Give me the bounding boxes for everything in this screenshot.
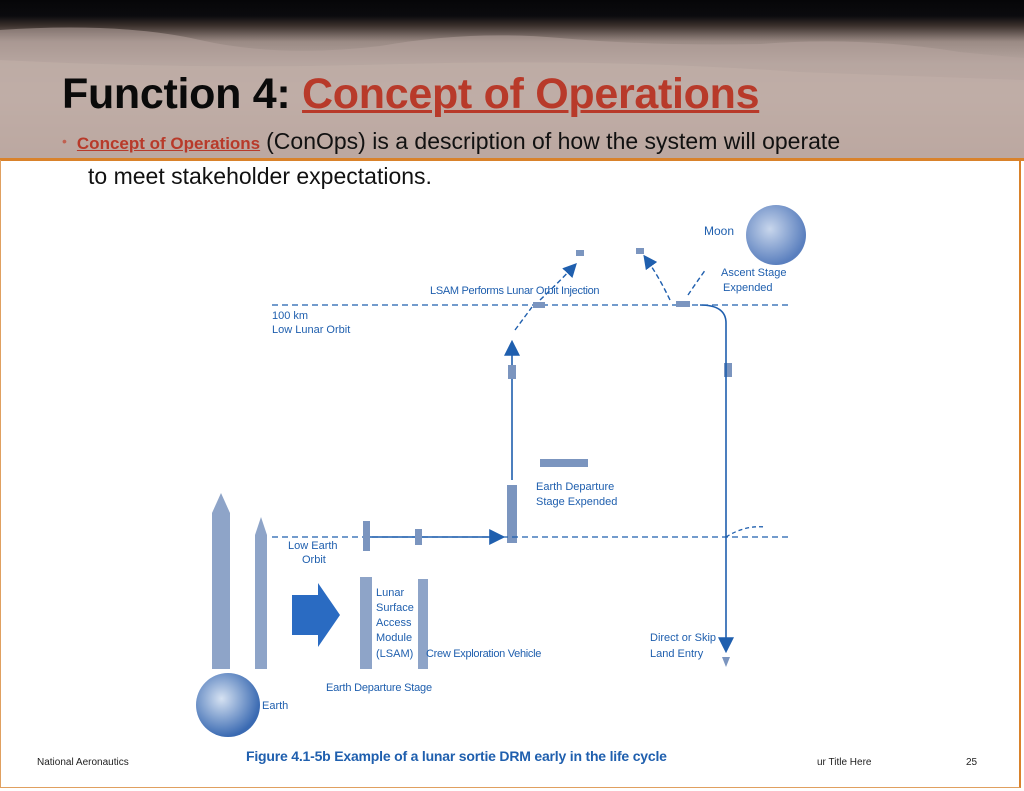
land-entry-label-2: Land Entry	[650, 648, 704, 660]
lsam-label-5: (LSAM)	[376, 648, 413, 660]
earth-label: Earth	[262, 700, 288, 712]
lunar-orbit-label-1: 100 km	[272, 310, 308, 322]
eds-label: Earth Departure Stage	[326, 682, 432, 694]
docking-icon	[363, 521, 370, 551]
spacecraft-icon	[533, 302, 545, 308]
leo-label-1: Low Earth	[288, 540, 338, 552]
crew-launcher-nose	[255, 517, 267, 535]
spacecraft-icon	[508, 365, 516, 379]
bullet-dot-icon: •	[62, 133, 67, 149]
slide-frame	[0, 160, 1021, 788]
reentry-arc	[725, 526, 766, 538]
leo-label-2: Orbit	[302, 554, 326, 566]
lsam-stack-icon	[360, 577, 372, 669]
lunar-arc-3	[687, 268, 707, 296]
eds-expended-label-1: Earth Departure	[536, 481, 614, 493]
heavy-launcher-nose	[212, 493, 230, 513]
lunar-surface-banner	[0, 0, 1024, 160]
spacecraft-icon	[724, 363, 732, 377]
conops-term[interactable]: Concept of Operations	[76, 134, 261, 153]
crew-launcher-icon	[255, 535, 267, 669]
bullet-conops: • Concept of Operations (ConOps) is a desc…	[62, 128, 840, 155]
ascent-stage-label-2: Expended	[723, 282, 773, 294]
title-accent: Concept of Operations	[302, 70, 760, 118]
lsam-label-3: Access	[376, 617, 412, 629]
header-divider	[0, 158, 1024, 161]
lsam-injection-label: LSAM Performs Lunar Orbit Injection	[430, 285, 599, 297]
return-trajectory	[699, 304, 734, 654]
ascent-stage-label-1: Ascent Stage	[721, 267, 786, 279]
lunar-orbit-label-2: Low Lunar Orbit	[272, 324, 350, 336]
conops-diagram: Moon 100 km Low Lunar Orbit LSAM Perform…	[180, 195, 820, 775]
land-entry-label-1: Direct or Skip	[650, 632, 716, 644]
big-arrow-icon	[292, 583, 340, 647]
spacecraft-icon	[636, 248, 644, 254]
bullet-text-continued: to meet stakeholder expectations.	[88, 163, 432, 189]
moon-icon	[746, 205, 806, 265]
heavy-launcher-icon	[212, 513, 230, 669]
bullet-text: (ConOps) is a description of how the sys…	[266, 128, 841, 154]
lunar-horizon-image	[0, 27, 1024, 160]
spacecraft-icon	[576, 250, 584, 256]
lunar-arc-2	[643, 254, 671, 301]
lunar-arc-1	[539, 262, 577, 301]
capsule-icon	[722, 657, 730, 667]
orbit-insertion-arc	[514, 306, 533, 331]
eds-expended-icon	[540, 459, 588, 467]
figure-caption: Figure 4.1-5b Example of a lunar sortie …	[246, 748, 667, 764]
lsam-stack-icon	[418, 579, 428, 669]
lsam-label-1: Lunar	[376, 587, 404, 599]
slide-title: Function 4: Concept of Operations	[62, 70, 760, 118]
spacecraft-icon	[676, 301, 690, 307]
lsam-label-2: Surface	[376, 602, 414, 614]
lsam-label-4: Module	[376, 632, 412, 644]
moon-label: Moon	[704, 224, 734, 238]
stack-icon	[507, 485, 517, 543]
docking-icon	[415, 529, 422, 545]
earth-icon	[196, 673, 260, 737]
footer-title: ur Title Here	[817, 757, 872, 768]
footer-organization: National Aeronautics	[37, 757, 129, 768]
cev-label: Crew Exploration Vehicle	[426, 648, 541, 660]
page-number: 25	[966, 757, 978, 768]
eds-expended-label-2: Stage Expended	[536, 496, 617, 508]
